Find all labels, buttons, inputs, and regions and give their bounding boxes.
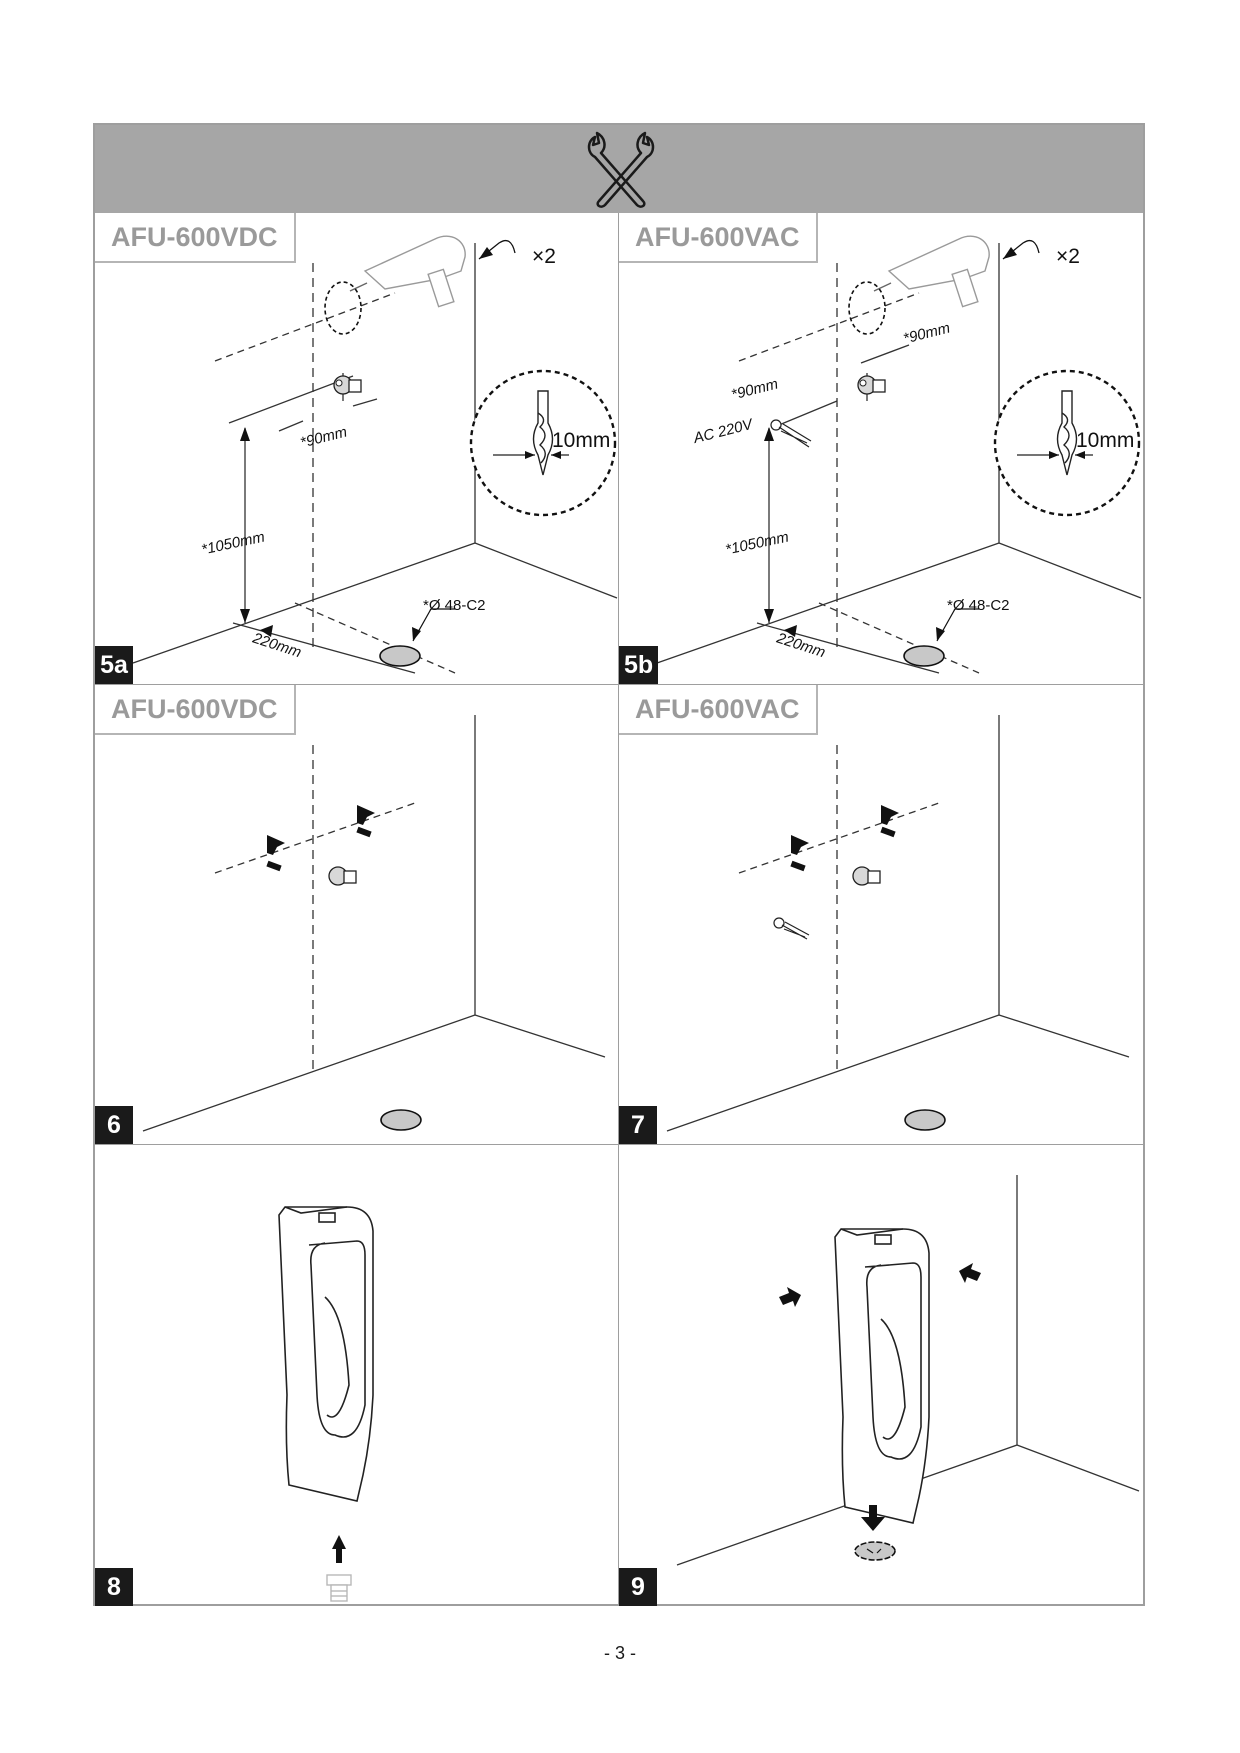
page-number: - 3 - [603, 1643, 636, 1663]
urinal-body [834, 1228, 930, 1524]
step-badge: 8 [95, 1568, 133, 1606]
wall-anchor-icon [790, 805, 899, 872]
urinal-outlet-diagram [278, 1206, 374, 1602]
model-label: AFU-600VDC [95, 685, 296, 735]
step-badge: 7 [619, 1106, 657, 1144]
step-badge: 5b [619, 646, 659, 684]
outlet-connector-icon [326, 1574, 352, 1602]
panel-7: AFU-600VAC 7 [619, 685, 1143, 1145]
arrow-head [764, 427, 774, 441]
drill-icon [349, 235, 466, 308]
quantity-label: ×2 [1056, 245, 1080, 268]
floor-drain [380, 1109, 422, 1131]
model-label: AFU-600VDC [95, 213, 296, 263]
drill-point-callout [324, 281, 362, 335]
floor-drain [903, 608, 979, 667]
wall-drilling-diagram [656, 235, 1142, 674]
floor-drain [379, 608, 455, 667]
tools-header [95, 125, 1143, 213]
floor-drain [854, 1541, 896, 1561]
power-cable-icon [773, 917, 810, 940]
arrow-head [260, 625, 273, 637]
arrow-head [784, 625, 797, 637]
panel-9: 9 [619, 1145, 1143, 1606]
anchor-installation-diagram [666, 715, 1130, 1132]
panel-6: AFU-600VDC 6 [95, 685, 619, 1145]
quantity-label: ×2 [532, 245, 556, 268]
arrow-head [764, 609, 774, 623]
drill-size-label: 10mm [552, 429, 611, 452]
wall-anchor-icon [266, 805, 375, 872]
panel-5b: AFU-600VAC ×2 *90mm *90mm AC 220V *1050m… [619, 213, 1143, 685]
urinal-mounting-diagram [676, 1175, 1140, 1566]
panel-8: 8 [95, 1145, 619, 1606]
anchor-installation-diagram [142, 715, 606, 1132]
drain-spec-label: *Ø 48-C2 [947, 597, 1010, 614]
drill-point-callout [848, 281, 886, 335]
up-arrow-icon [332, 1535, 346, 1563]
drill-bit-icon [493, 390, 569, 476]
model-label: AFU-600VAC [619, 213, 818, 263]
step-badge: 9 [619, 1568, 657, 1606]
instruction-sheet: AFU-600VDC ×2 *90mm *1050mm 220mm *Ø 48-… [93, 123, 1145, 1606]
model-label: AFU-600VAC [619, 685, 818, 735]
drill-icon [873, 235, 990, 308]
drill-bit-icon [1017, 390, 1093, 476]
angle-valve-icon [328, 866, 357, 886]
panel-5a: AFU-600VDC ×2 *90mm *1050mm 220mm *Ø 48-… [95, 213, 619, 685]
push-arrow-icon [779, 1263, 981, 1531]
power-cable-icon [770, 419, 812, 448]
arrow-head [240, 427, 250, 441]
wall-drilling-diagram [132, 235, 618, 674]
urinal-body [278, 1206, 374, 1502]
step-badge: 6 [95, 1106, 133, 1144]
step-badge: 5a [95, 646, 133, 684]
angle-valve-icon [857, 375, 886, 395]
angle-valve-icon [852, 866, 881, 886]
drill-size-label: 10mm [1076, 429, 1135, 452]
angle-valve-icon [333, 375, 362, 395]
crossed-wrenches-icon [587, 131, 655, 208]
arrow-head [240, 609, 250, 623]
drain-spec-label: *Ø 48-C2 [423, 597, 486, 614]
floor-drain [904, 1109, 946, 1131]
